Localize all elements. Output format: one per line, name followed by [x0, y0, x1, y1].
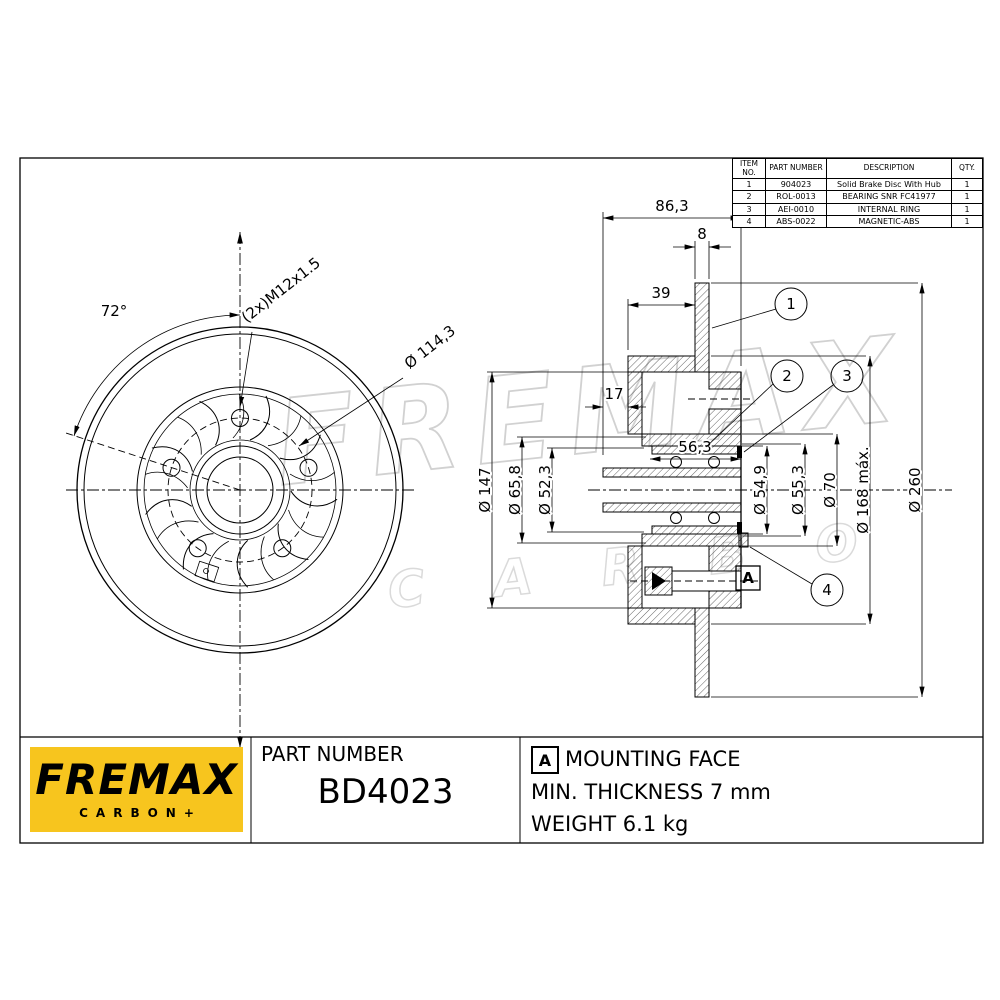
mounting-face-label: MOUNTING FACE [565, 747, 741, 771]
callout-3: 3 [743, 359, 864, 453]
svg-text:1: 1 [786, 295, 796, 313]
cell-description: Solid Brake Disc With Hub [826, 178, 952, 192]
col-header-item: ITEM NO. [732, 157, 766, 180]
callout-1: 1 [711, 287, 808, 329]
disc-plate-section [694, 282, 710, 373]
sensor-notch [194, 560, 220, 583]
internal-ring-section [737, 446, 742, 534]
cell-description: BEARING SNR FC41977 [826, 190, 952, 204]
bolt-circle [167, 417, 313, 563]
cell-item: 3 [732, 202, 766, 216]
cell-qty: 1 [951, 202, 983, 216]
svg-text:A: A [742, 569, 754, 587]
dim-dia-54-9: Ø 54,9 [751, 465, 769, 515]
table-row: 1 904023 Solid Brake Disc With Hub 1 [732, 178, 983, 192]
cell-part-number: ABS-0022 [765, 214, 827, 229]
mounting-face-flag: A [531, 746, 559, 774]
col-header-description: DESCRIPTION [826, 157, 952, 180]
disc-outer-edge [76, 326, 404, 654]
brand-logo: FREMAX CARBON+ [30, 747, 243, 832]
angle-arc [73, 312, 241, 437]
center-bore [206, 456, 274, 524]
min-thickness-label: MIN. THICKNESS 7 mm [531, 780, 771, 804]
dim-total-width: 86,3 [655, 197, 688, 215]
hub-outer-edge [136, 386, 344, 594]
wheel-stud [644, 566, 742, 596]
cell-item: 4 [732, 214, 766, 229]
table-row: 3 AEI-0010 INTERNAL RING 1 [732, 202, 983, 216]
callout-4: 4 [749, 546, 844, 607]
dim-dia-52-3: Ø 52,3 [536, 465, 554, 515]
abs-ring-section [738, 532, 749, 548]
parts-table-header-row: ITEM NO. PART NUMBER DESCRIPTION QTY. [732, 157, 983, 180]
svg-text:3: 3 [842, 367, 852, 385]
bearing-section [602, 445, 742, 535]
cell-item: 2 [732, 190, 766, 204]
cell-qty: 1 [951, 214, 983, 229]
dim-dia-260: Ø 260 [906, 467, 924, 512]
cell-part-number: 904023 [765, 178, 827, 192]
cell-part-number: AEI-0010 [765, 202, 827, 216]
section-view: 86,3 8 39 17 56,3 Ø 147 [474, 195, 952, 698]
dim-dia-70: Ø 70 [821, 472, 839, 508]
col-header-qty: QTY. [951, 157, 983, 180]
table-row: 4 ABS-0022 MAGNETIC-ABS 1 [732, 214, 983, 229]
cell-part-number: ROL-0013 [765, 190, 827, 204]
col-header-part-number: PART NUMBER [765, 157, 827, 180]
dim-disc-thickness: 8 [697, 225, 707, 243]
brand-subtitle: CARBON+ [79, 806, 202, 820]
dimensions: 86,3 8 39 17 56,3 Ø 147 [474, 195, 926, 698]
cell-description: INTERNAL RING [826, 202, 952, 216]
parts-table: ITEM NO. PART NUMBER DESCRIPTION QTY. 1 … [732, 157, 983, 229]
cell-item: 1 [732, 178, 766, 192]
watermark-main: FREMAX [269, 309, 916, 513]
datum-a-flag: A [735, 565, 761, 591]
table-row: 2 ROL-0013 BEARING SNR FC41977 1 [732, 190, 983, 204]
dim-angle-72: 72° [101, 302, 128, 320]
cell-qty: 1 [951, 190, 983, 204]
weight-label: WEIGHT 6.1 kg [531, 812, 689, 836]
cell-qty: 1 [951, 178, 983, 192]
section-cut-bottom [627, 533, 742, 698]
dim-hub-protrusion: 17 [604, 385, 623, 403]
part-number-label: PART NUMBER [261, 742, 404, 766]
dim-dia-147: Ø 147 [476, 467, 494, 512]
dim-dia-55-3: Ø 55,3 [789, 465, 807, 515]
dim-dia-65-8: Ø 65,8 [506, 465, 524, 515]
dim-dia-168-max: Ø 168 máx. [854, 446, 872, 533]
label-thread: (2x)M12x1.5 [238, 254, 324, 327]
dim-hat-depth: 39 [651, 284, 670, 302]
callout-2: 2 [705, 359, 804, 448]
center-boss [195, 445, 285, 535]
cell-description: MAGNETIC-ABS [826, 214, 952, 229]
sheet-frame [19, 157, 984, 844]
dim-bearing-seat: 56,3 [678, 438, 711, 456]
part-number-value: BD4023 [317, 772, 454, 812]
brand-name: FREMAX [35, 755, 238, 804]
svg-text:2: 2 [782, 367, 792, 385]
svg-text:4: 4 [822, 581, 832, 599]
